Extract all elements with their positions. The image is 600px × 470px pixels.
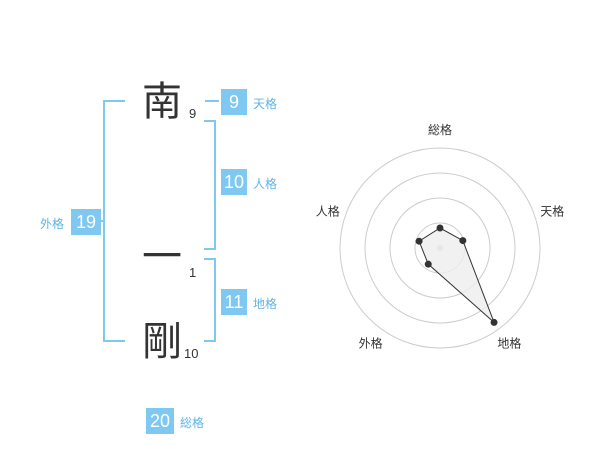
radar-point-4 — [424, 260, 432, 268]
jinkaku-bracket — [204, 120, 216, 250]
jinkaku-badge: 10 — [221, 169, 247, 195]
gaikaku-bracket — [103, 100, 125, 342]
radar-axis-label-5: 人格 — [316, 204, 340, 219]
gaikaku-label: 外格 — [40, 217, 65, 231]
tenkaku-label: 天格 — [253, 97, 278, 111]
stroke-count-1: 9 — [189, 106, 197, 121]
radar-axis-label-3: 地格 — [497, 335, 521, 350]
name-char-2: 一 — [142, 234, 182, 280]
radar-ring — [339, 147, 541, 349]
radar-ring — [364, 172, 516, 324]
radar-point-3 — [490, 318, 498, 326]
name-char-1: 南 — [142, 79, 182, 125]
name-char-3: 剛 — [142, 319, 182, 365]
radar-axis-label-4: 外格 — [359, 335, 383, 350]
jinkaku-label: 人格 — [253, 177, 278, 191]
tenkaku-connector — [205, 100, 219, 102]
soukaku-label: 総格 — [180, 416, 205, 430]
radar-axis-label-1: 総格 — [428, 122, 452, 137]
stroke-count-2: 1 — [189, 265, 197, 280]
radar-axis-label-2: 天格 — [540, 204, 564, 219]
radar-point-2 — [459, 237, 467, 245]
stroke-count-3: 10 — [184, 346, 199, 361]
radar-ring — [389, 197, 491, 299]
tenkaku-badge: 9 — [221, 89, 247, 115]
radar-point-5 — [415, 237, 423, 245]
chikaku-label: 地格 — [253, 297, 278, 311]
soukaku-badge: 20 — [146, 408, 174, 434]
radar-series-polygon — [418, 227, 495, 323]
chikaku-bracket — [204, 258, 216, 342]
gaikaku-badge: 19 — [71, 209, 101, 235]
radar-point-1 — [436, 224, 444, 232]
chikaku-badge: 11 — [221, 289, 247, 315]
